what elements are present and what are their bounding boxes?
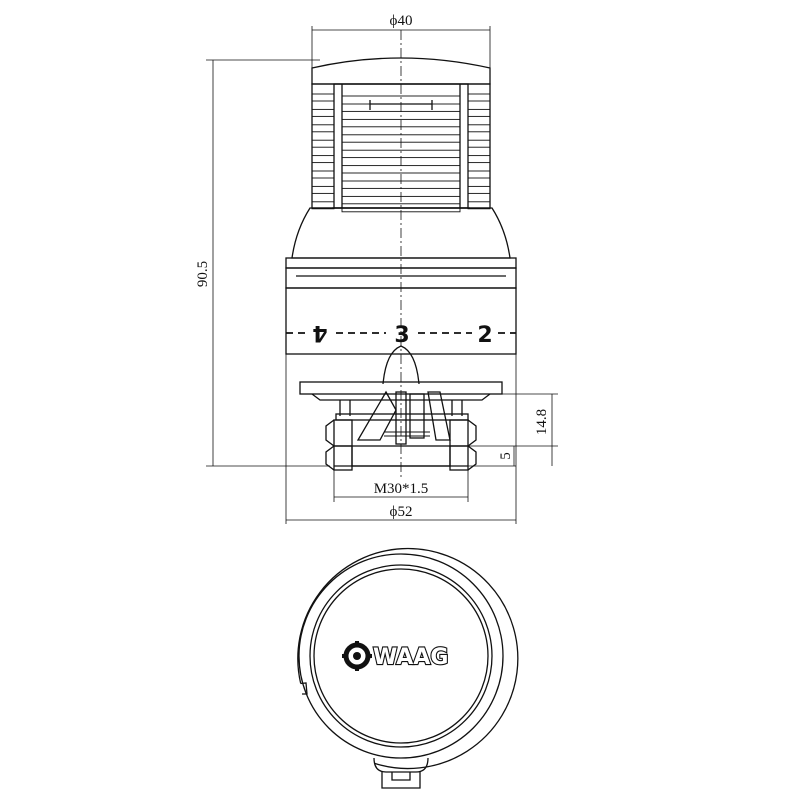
dimension-height: 90.5	[195, 59, 330, 467]
top-view: WAAG	[297, 547, 519, 789]
fin-slot	[467, 124, 491, 133]
fin-slot	[311, 170, 335, 179]
fin-slot	[467, 139, 491, 148]
gear-ring-logo-icon	[342, 641, 372, 671]
logo-text: WAAG	[373, 645, 448, 670]
fin-slot	[311, 108, 335, 117]
fin-slot	[467, 185, 491, 194]
fin-slot	[311, 185, 335, 194]
height-label: 90.5	[195, 261, 211, 287]
tab	[373, 757, 429, 773]
fin-slot	[467, 170, 491, 179]
dimension-top-diameter: ϕ40	[311, 13, 491, 68]
nut-height-label: 5	[498, 452, 514, 460]
fin-slot	[467, 93, 491, 102]
fin-slot	[467, 155, 491, 164]
fin-slot	[467, 201, 491, 210]
fin-slot	[311, 139, 335, 148]
dimension-base-diameter: ϕ52	[285, 354, 517, 524]
scale-label-2: 2	[477, 323, 492, 348]
logo: WAAG	[342, 641, 449, 671]
base-diameter-label: ϕ52	[390, 504, 413, 520]
cap-face	[313, 568, 489, 744]
fin-slot	[311, 201, 335, 210]
dimension-connector: 14.8 5	[468, 393, 558, 467]
scale-label-3: 3	[394, 323, 409, 348]
thread-label: M30*1.5	[374, 481, 429, 497]
fin-slot	[311, 124, 335, 133]
inner-ring-1	[298, 553, 504, 759]
connector-height-label: 14.8	[534, 409, 550, 435]
dimension-thread: M30*1.5	[333, 470, 469, 502]
fin-slot	[311, 93, 335, 102]
fin-slot	[311, 155, 335, 164]
fin-slot	[467, 108, 491, 117]
inner-ring-2	[309, 564, 493, 748]
top-diameter-label: ϕ40	[390, 13, 413, 29]
side-view: 4 3 2	[195, 13, 558, 524]
scale-label-4: 4	[312, 320, 327, 345]
